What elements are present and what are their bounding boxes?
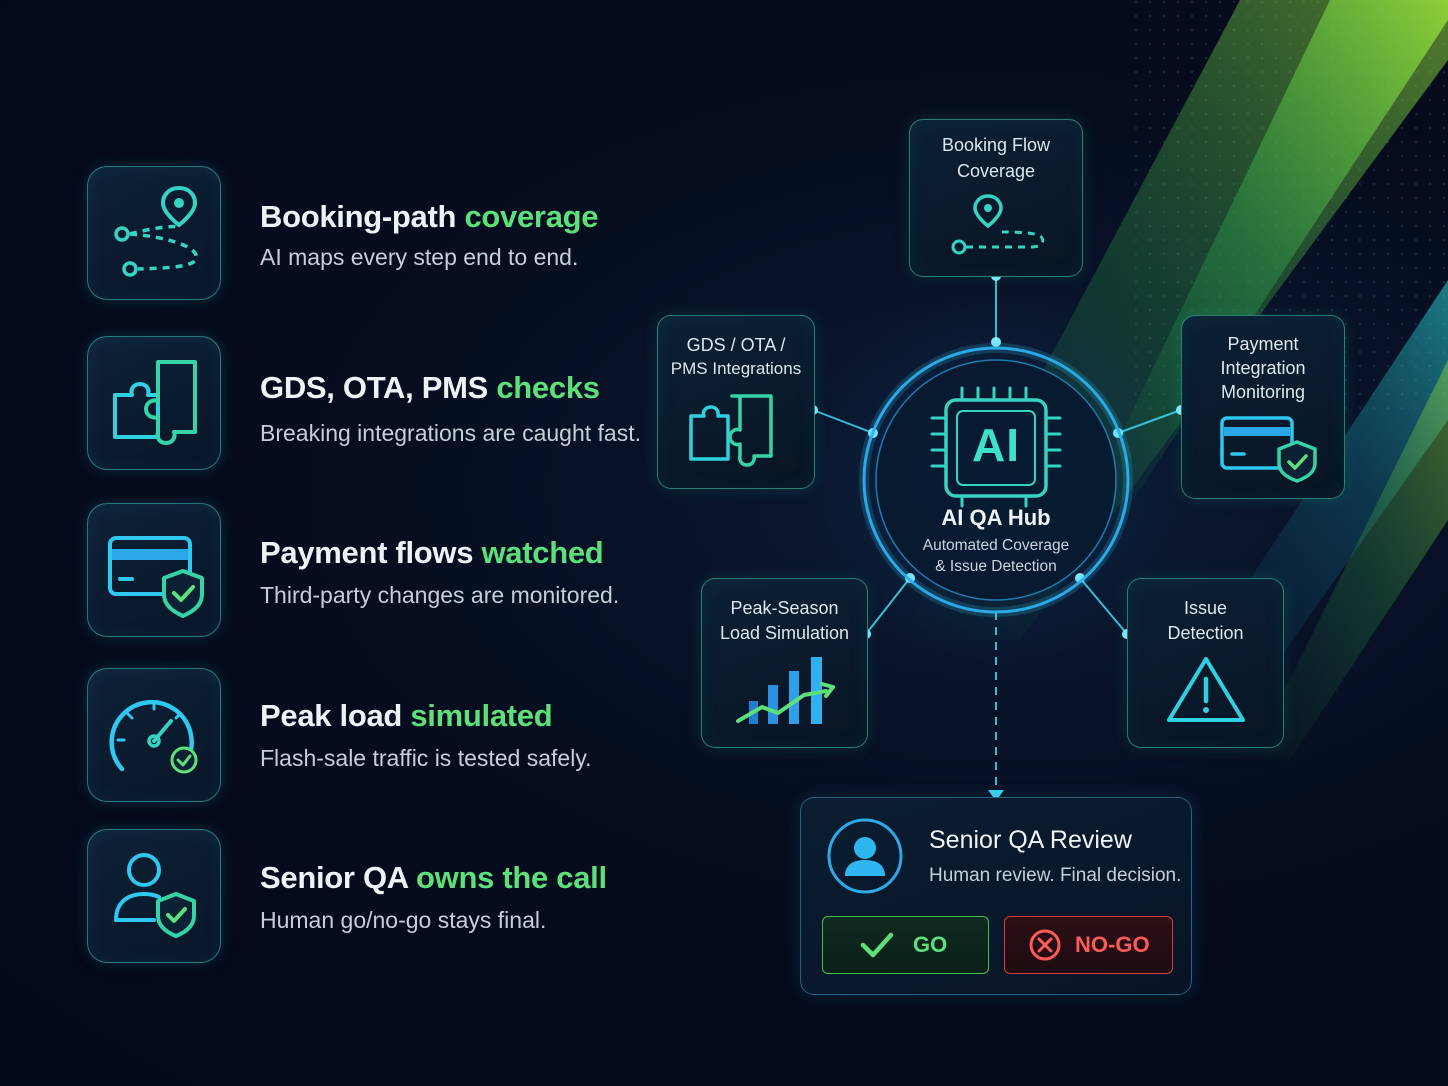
hub-subtitle-line1: Automated Coverage xyxy=(922,537,1070,554)
feature-senior-qa: Senior QA owns the call Human go/no-go s… xyxy=(87,829,647,963)
feature-title: Booking-path coverage xyxy=(260,199,599,234)
node-label-line2: PMS Integrations xyxy=(670,359,802,378)
feature-title: GDS, OTA, PMS checks xyxy=(260,370,600,405)
cancel-circle-icon xyxy=(1029,929,1061,961)
no-go-button[interactable]: NO-GO xyxy=(1004,916,1173,974)
node-label-line2: Load Simulation xyxy=(719,623,850,643)
node-label-line1: Booking Flow xyxy=(941,135,1051,155)
go-button[interactable]: GO xyxy=(822,916,989,974)
feature-payment-flows: Payment flows watched Third-party change… xyxy=(87,503,647,637)
node-label-line3: Monitoring xyxy=(1220,382,1306,402)
hub-title: AI QA Hub xyxy=(941,505,1051,530)
feature-description: Breaking integrations are caught fast. xyxy=(260,420,642,446)
card-shield-icon xyxy=(87,503,221,637)
feature-description: Flash-sale traffic is tested safely. xyxy=(260,745,592,771)
user-icon xyxy=(827,818,903,894)
node-label-line1: Issue xyxy=(1183,598,1228,618)
feature-integration-checks: GDS, OTA, PMS checks Breaking integratio… xyxy=(87,336,647,470)
node-label-line1: Payment xyxy=(1227,334,1299,354)
checkmark-icon xyxy=(860,932,894,958)
gauge-icon xyxy=(87,668,221,802)
card-shield-icon xyxy=(1220,416,1317,483)
ai-chip-label: AI xyxy=(972,419,1020,471)
node-label-line1: Peak-Season xyxy=(730,598,839,618)
feature-title: Peak load simulated xyxy=(260,698,553,733)
feature-description: Human go/no-go stays final. xyxy=(260,907,547,933)
feature-peak-load: Peak load simulated Flash-sale traffic i… xyxy=(87,668,647,802)
puzzle-icon xyxy=(87,336,221,470)
senior-qa-review-card: Senior QA Review Human review. Final dec… xyxy=(800,797,1192,995)
node-label-line1: GDS / OTA / xyxy=(686,335,786,355)
map-route-icon xyxy=(87,166,221,300)
node-issue-detection: Issue Detection xyxy=(1127,578,1284,748)
go-button-label: GO xyxy=(913,932,948,957)
feature-title: Payment flows watched xyxy=(260,535,604,570)
warning-icon xyxy=(1167,657,1245,722)
node-gds-integrations: GDS / OTA / PMS Integrations xyxy=(657,315,815,489)
puzzle-icon xyxy=(689,394,773,467)
feature-description: Third-party changes are monitored. xyxy=(260,582,620,608)
review-subtitle: Human review. Final decision. xyxy=(929,865,1182,886)
user-shield-icon xyxy=(87,829,221,963)
bar-chart-trend-icon xyxy=(736,657,835,724)
hub-subtitle-line2: & Issue Detection xyxy=(935,558,1057,575)
node-label-line2: Coverage xyxy=(956,161,1036,181)
feature-description: AI maps every step end to end. xyxy=(260,244,579,270)
no-go-button-label: NO-GO xyxy=(1075,932,1150,957)
feature-booking-path: Booking-path coverage AI maps every step… xyxy=(87,166,647,300)
node-payment-monitoring: Payment Integration Monitoring xyxy=(1181,315,1345,499)
map-route-icon xyxy=(951,194,1045,255)
node-peak-load: Peak-Season Load Simulation xyxy=(701,578,868,748)
review-title: Senior QA Review xyxy=(929,826,1132,854)
feature-title: Senior QA owns the call xyxy=(260,860,607,895)
node-label-line2: Detection xyxy=(1167,623,1244,643)
hub-subtitle: Automated Coverage & Issue Detection xyxy=(860,535,1132,577)
node-label-line2: Integration xyxy=(1220,358,1306,378)
node-booking-flow: Booking Flow Coverage xyxy=(909,119,1083,277)
